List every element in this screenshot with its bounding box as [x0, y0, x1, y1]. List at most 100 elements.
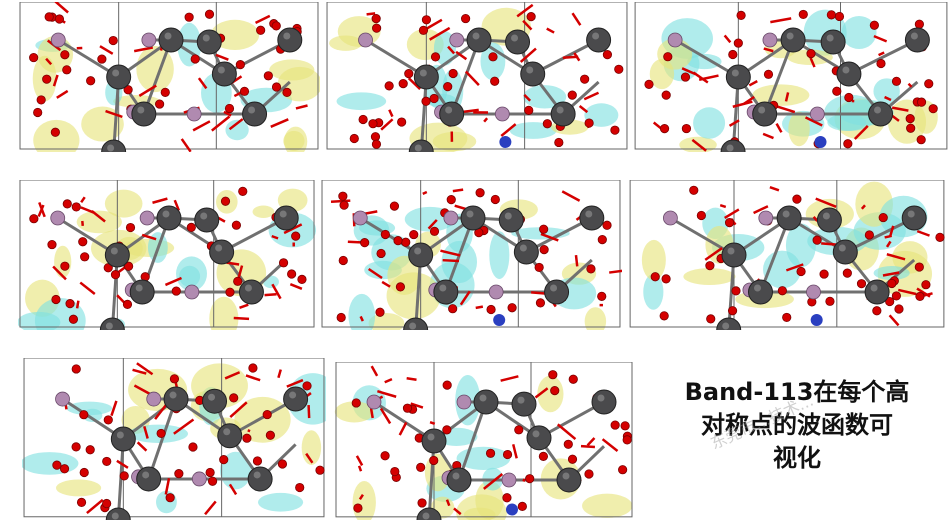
- oxygen-bond: [804, 116, 823, 127]
- oxygen-atom: [60, 261, 70, 271]
- bond: [147, 398, 178, 480]
- oxygen-atom: [315, 465, 325, 475]
- metal-atom-highlight: [907, 210, 915, 218]
- oxygen-atom: [277, 459, 288, 469]
- oxygen-atom: [263, 71, 273, 81]
- oxygen-bond: [455, 50, 468, 61]
- pink-atom: [762, 32, 778, 48]
- oxygen-atom: [525, 474, 535, 484]
- metal-atom-highlight: [162, 210, 170, 218]
- oxygen-bond: [886, 253, 906, 261]
- oxygen-bond: [99, 45, 114, 55]
- isosurface-lobe: [336, 92, 387, 111]
- oxygen-bond: [698, 74, 719, 81]
- blue-atom: [810, 314, 823, 326]
- oxygen-bond: [523, 93, 532, 102]
- caption-line-2: 对称点的波函数可: [701, 411, 893, 439]
- oxygen-atom: [475, 188, 485, 198]
- oxygen-atom: [586, 264, 596, 274]
- oxygen-bond: [223, 110, 232, 117]
- pink-atom: [809, 106, 825, 122]
- metal-atom-highlight: [253, 471, 261, 479]
- oxygen-atom: [372, 23, 382, 33]
- metal-atom: [520, 61, 546, 87]
- oxygen-atom: [42, 74, 52, 84]
- oxygen-atom: [102, 456, 112, 467]
- metal-atom-highlight: [722, 322, 730, 330]
- oxygen-atom: [123, 85, 133, 95]
- oxygen-bond: [45, 57, 53, 66]
- oxygen-atom: [872, 306, 882, 316]
- structure-svg: [22, 358, 326, 520]
- oxygen-atom: [79, 467, 89, 478]
- wavefunction-panel-1: [18, 2, 320, 152]
- metal-atom-highlight: [419, 69, 427, 77]
- oxygen-bond: [180, 138, 192, 152]
- metal-atom: [550, 101, 576, 127]
- oxygen-atom: [819, 269, 829, 279]
- oxygen-bond: [897, 288, 917, 296]
- oxygen-bond: [204, 500, 217, 516]
- unit-cell-frame: [19, 2, 319, 150]
- oxygen-bond: [556, 423, 577, 441]
- bond: [110, 254, 119, 330]
- isosurface-lobe: [234, 396, 291, 443]
- oxygen-atom: [507, 303, 517, 313]
- oxygen-bond: [916, 229, 930, 237]
- oxygen-atom: [282, 87, 292, 97]
- oxygen-atom: [584, 469, 594, 479]
- oxygen-atom: [554, 137, 564, 148]
- wavefunction-panel-2: [325, 2, 629, 152]
- oxygen-bond: [424, 18, 443, 31]
- oxygen-atom: [401, 237, 411, 247]
- oxygen-atom: [33, 107, 43, 118]
- oxygen-atom: [224, 103, 235, 114]
- oxygen-bond: [136, 362, 154, 376]
- oxygen-atom: [368, 119, 378, 129]
- oxygen-atom: [461, 13, 471, 24]
- oxygen-atom: [204, 9, 215, 19]
- metal-atom: [586, 27, 612, 53]
- isosurface-lobe: [252, 205, 275, 218]
- oxygen-atom: [360, 238, 370, 248]
- oxygen-bond: [295, 104, 308, 110]
- oxygen-bond: [809, 57, 816, 68]
- isosurface-lobe: [432, 131, 477, 152]
- isosurface-lobe: [277, 66, 320, 102]
- metal-atom-highlight: [105, 322, 113, 330]
- oxygen-atom: [825, 296, 835, 306]
- metal-atom-group: [101, 27, 303, 152]
- oxygen-atom: [514, 425, 524, 435]
- oxygen-atom: [418, 25, 429, 35]
- oxygen-atom: [524, 105, 534, 115]
- oxygen-atom: [103, 415, 113, 425]
- oxygen-atom: [488, 52, 498, 62]
- metal-atom-highlight: [786, 32, 794, 40]
- metal-atom: [780, 27, 806, 53]
- oxygen-atom: [878, 212, 888, 223]
- oxygen-atom: [108, 35, 118, 46]
- oxygen-bond: [110, 400, 118, 417]
- pink-atom: [50, 210, 66, 226]
- metal-atom: [544, 279, 570, 305]
- oxygen-atom: [429, 226, 440, 236]
- unit-cell-frame: [335, 362, 633, 518]
- oxygen-atom: [705, 261, 715, 271]
- oxygen-bond: [748, 80, 758, 87]
- metal-atom: [238, 279, 264, 305]
- bond: [848, 38, 919, 76]
- metal-atom-group: [416, 389, 617, 520]
- metal-atom: [211, 61, 237, 87]
- isosurface-lobe: [841, 15, 877, 50]
- oxygen-atom: [891, 76, 902, 86]
- isosurface-lobe: [179, 265, 201, 287]
- oxygen-atom: [597, 235, 607, 245]
- oxygen-atom: [262, 409, 272, 420]
- pink-atom: [139, 210, 155, 226]
- oxygen-bond: [459, 290, 471, 306]
- oxygen-atom: [371, 139, 382, 149]
- oxygen-atom: [103, 263, 113, 273]
- oxygen-atom: [661, 90, 671, 100]
- pink-atom: [184, 284, 200, 300]
- oxygen-bond: [164, 478, 171, 495]
